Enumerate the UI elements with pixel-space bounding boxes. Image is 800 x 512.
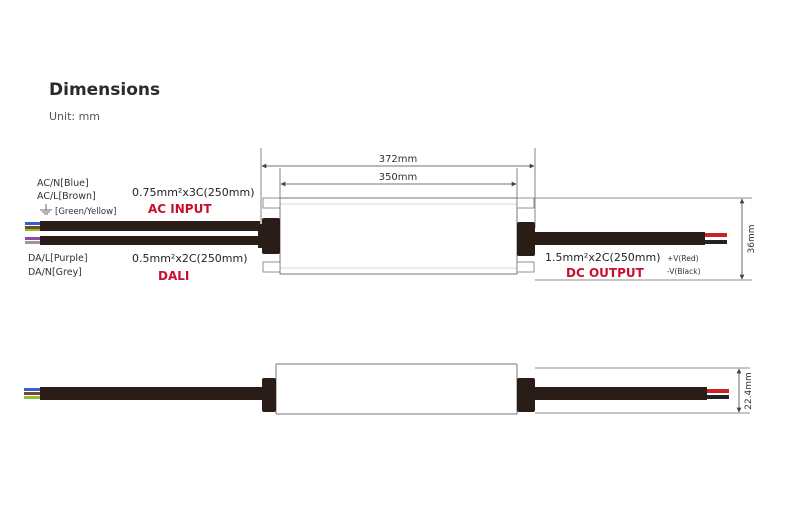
mount-tab-left-top (262, 197, 281, 209)
mount-tab-right-bottom (516, 261, 535, 273)
wire-label-earth: [Green/Yellow] (55, 207, 116, 217)
side-wire-blue (24, 388, 40, 391)
dali-cable-spec: 0.5mm²x2C(250mm) (132, 252, 248, 265)
dc-cable-spec: 1.5mm²x2C(250mm) (545, 251, 661, 264)
side-gland-right (517, 378, 535, 412)
wire-label-ac-n: AC/N[Blue] (37, 178, 89, 189)
dc-output-cable (535, 232, 705, 245)
dim-350-label: 350mm (379, 172, 418, 183)
dim-22-label: 22.4mm (744, 372, 754, 410)
wire-label-da-n: DA/N[Grey] (28, 267, 82, 278)
mount-tab-right-top (516, 197, 535, 209)
ac-input-cable (40, 221, 260, 231)
driver-body-top (279, 197, 518, 275)
dim-36-label: 36mm (747, 225, 757, 254)
wire-green-yellow (25, 229, 40, 231)
side-output-cable (535, 387, 707, 400)
wire-grey (25, 241, 40, 244)
side-wire-black (707, 395, 729, 399)
wire-black (705, 240, 727, 244)
ac-input-title: AC INPUT (148, 202, 212, 216)
side-gland-left (262, 378, 276, 412)
side-wire-brown (24, 392, 40, 395)
ac-cable-spec: 0.75mm²x3C(250mm) (132, 186, 255, 199)
wire-brown (25, 226, 40, 229)
cable-gland-left (262, 218, 280, 254)
wire-red (705, 233, 727, 237)
page-title: Dimensions (49, 80, 161, 100)
dali-cable (40, 236, 260, 245)
side-wire-red (707, 389, 729, 393)
dim-372-label: 372mm (379, 154, 418, 165)
wire-label-da-l: DA/L[Purple] (28, 253, 88, 264)
wire-label-v-pos: +V(Red) (667, 254, 699, 263)
cable-gland-right (517, 222, 535, 256)
cable-gland-left-collar (258, 224, 264, 248)
mount-tab-left-bottom (262, 261, 281, 273)
wire-label-ac-l: AC/L[Brown] (37, 191, 96, 202)
dali-title: DALI (158, 269, 189, 283)
side-wire-green-yellow (24, 396, 40, 399)
earth-icon (40, 204, 52, 215)
side-input-cable (40, 387, 262, 400)
wire-blue (25, 222, 40, 225)
wire-purple (25, 237, 40, 240)
dc-output-title: DC OUTPUT (566, 266, 645, 280)
wire-label-v-neg: -V(Black) (667, 267, 701, 276)
unit-label: Unit: mm (49, 110, 101, 123)
